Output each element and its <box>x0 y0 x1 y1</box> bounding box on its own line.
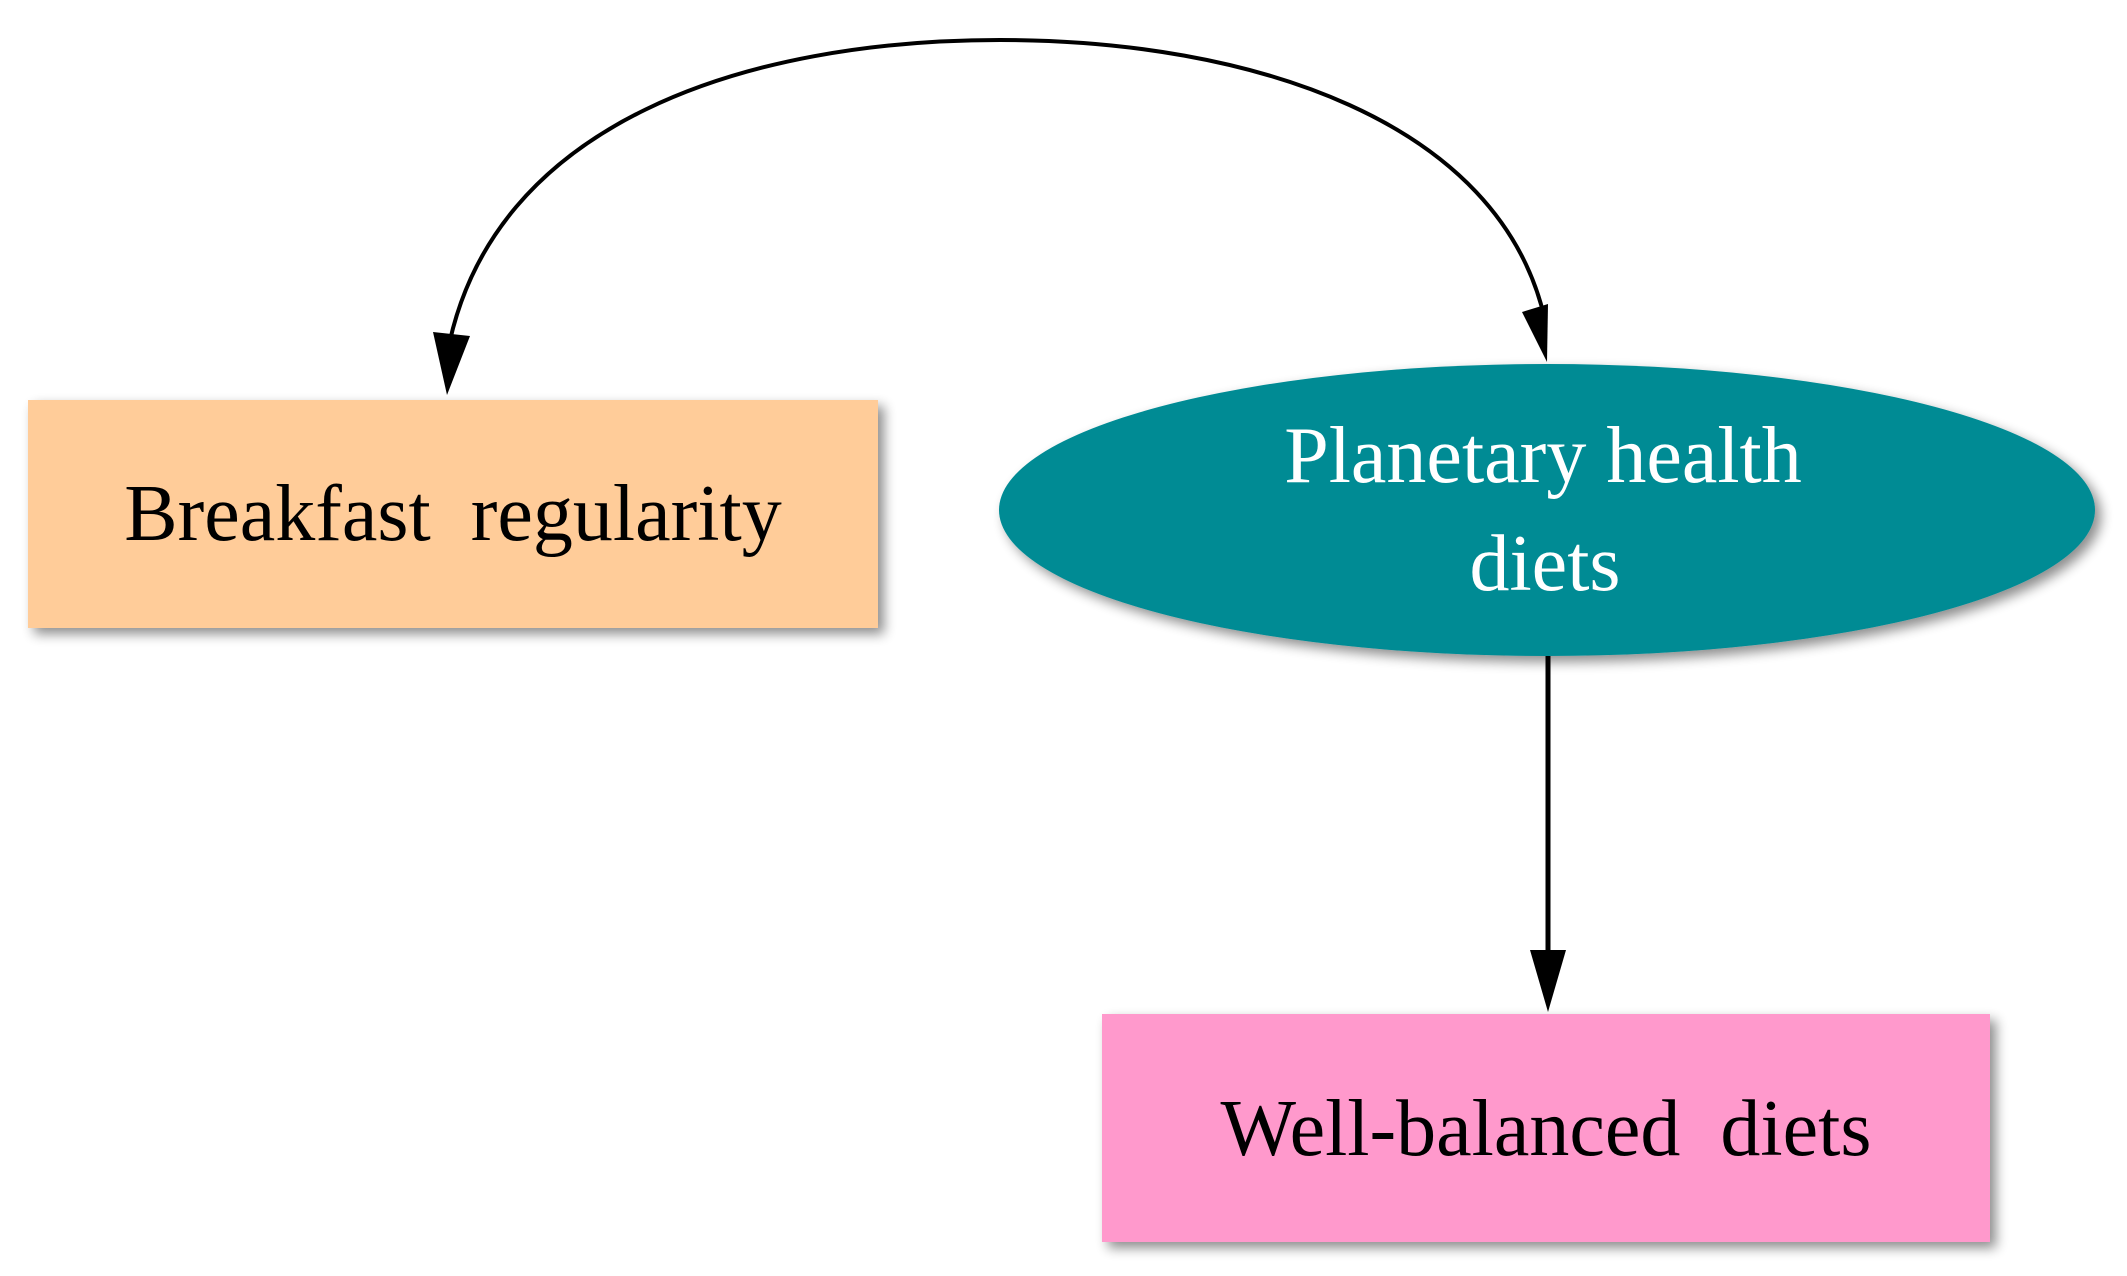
node-breakfast-regularity: Breakfast regularity <box>28 400 878 628</box>
arrowhead-planetary <box>1522 304 1548 362</box>
planetary-label-line1: Planetary health <box>1284 412 1802 500</box>
wellbalanced-label: Well-balanced diets <box>1220 1085 1871 1173</box>
planetary-label-line2: diets <box>1469 520 1620 608</box>
breakfast-box <box>28 400 878 628</box>
arrowhead-breakfast <box>433 332 470 395</box>
breakfast-label: Breakfast regularity <box>124 470 782 558</box>
arrowhead-wellbalanced <box>1530 950 1566 1012</box>
node-planetary-health-diets: Planetary health diets <box>999 364 2095 656</box>
planetary-ellipse <box>999 364 2095 656</box>
node-well-balanced-diets: Well-balanced diets <box>1102 1014 1990 1242</box>
curved-arrow-breakfast-planetary <box>445 37 1547 356</box>
wellbalanced-box <box>1102 1014 1990 1242</box>
